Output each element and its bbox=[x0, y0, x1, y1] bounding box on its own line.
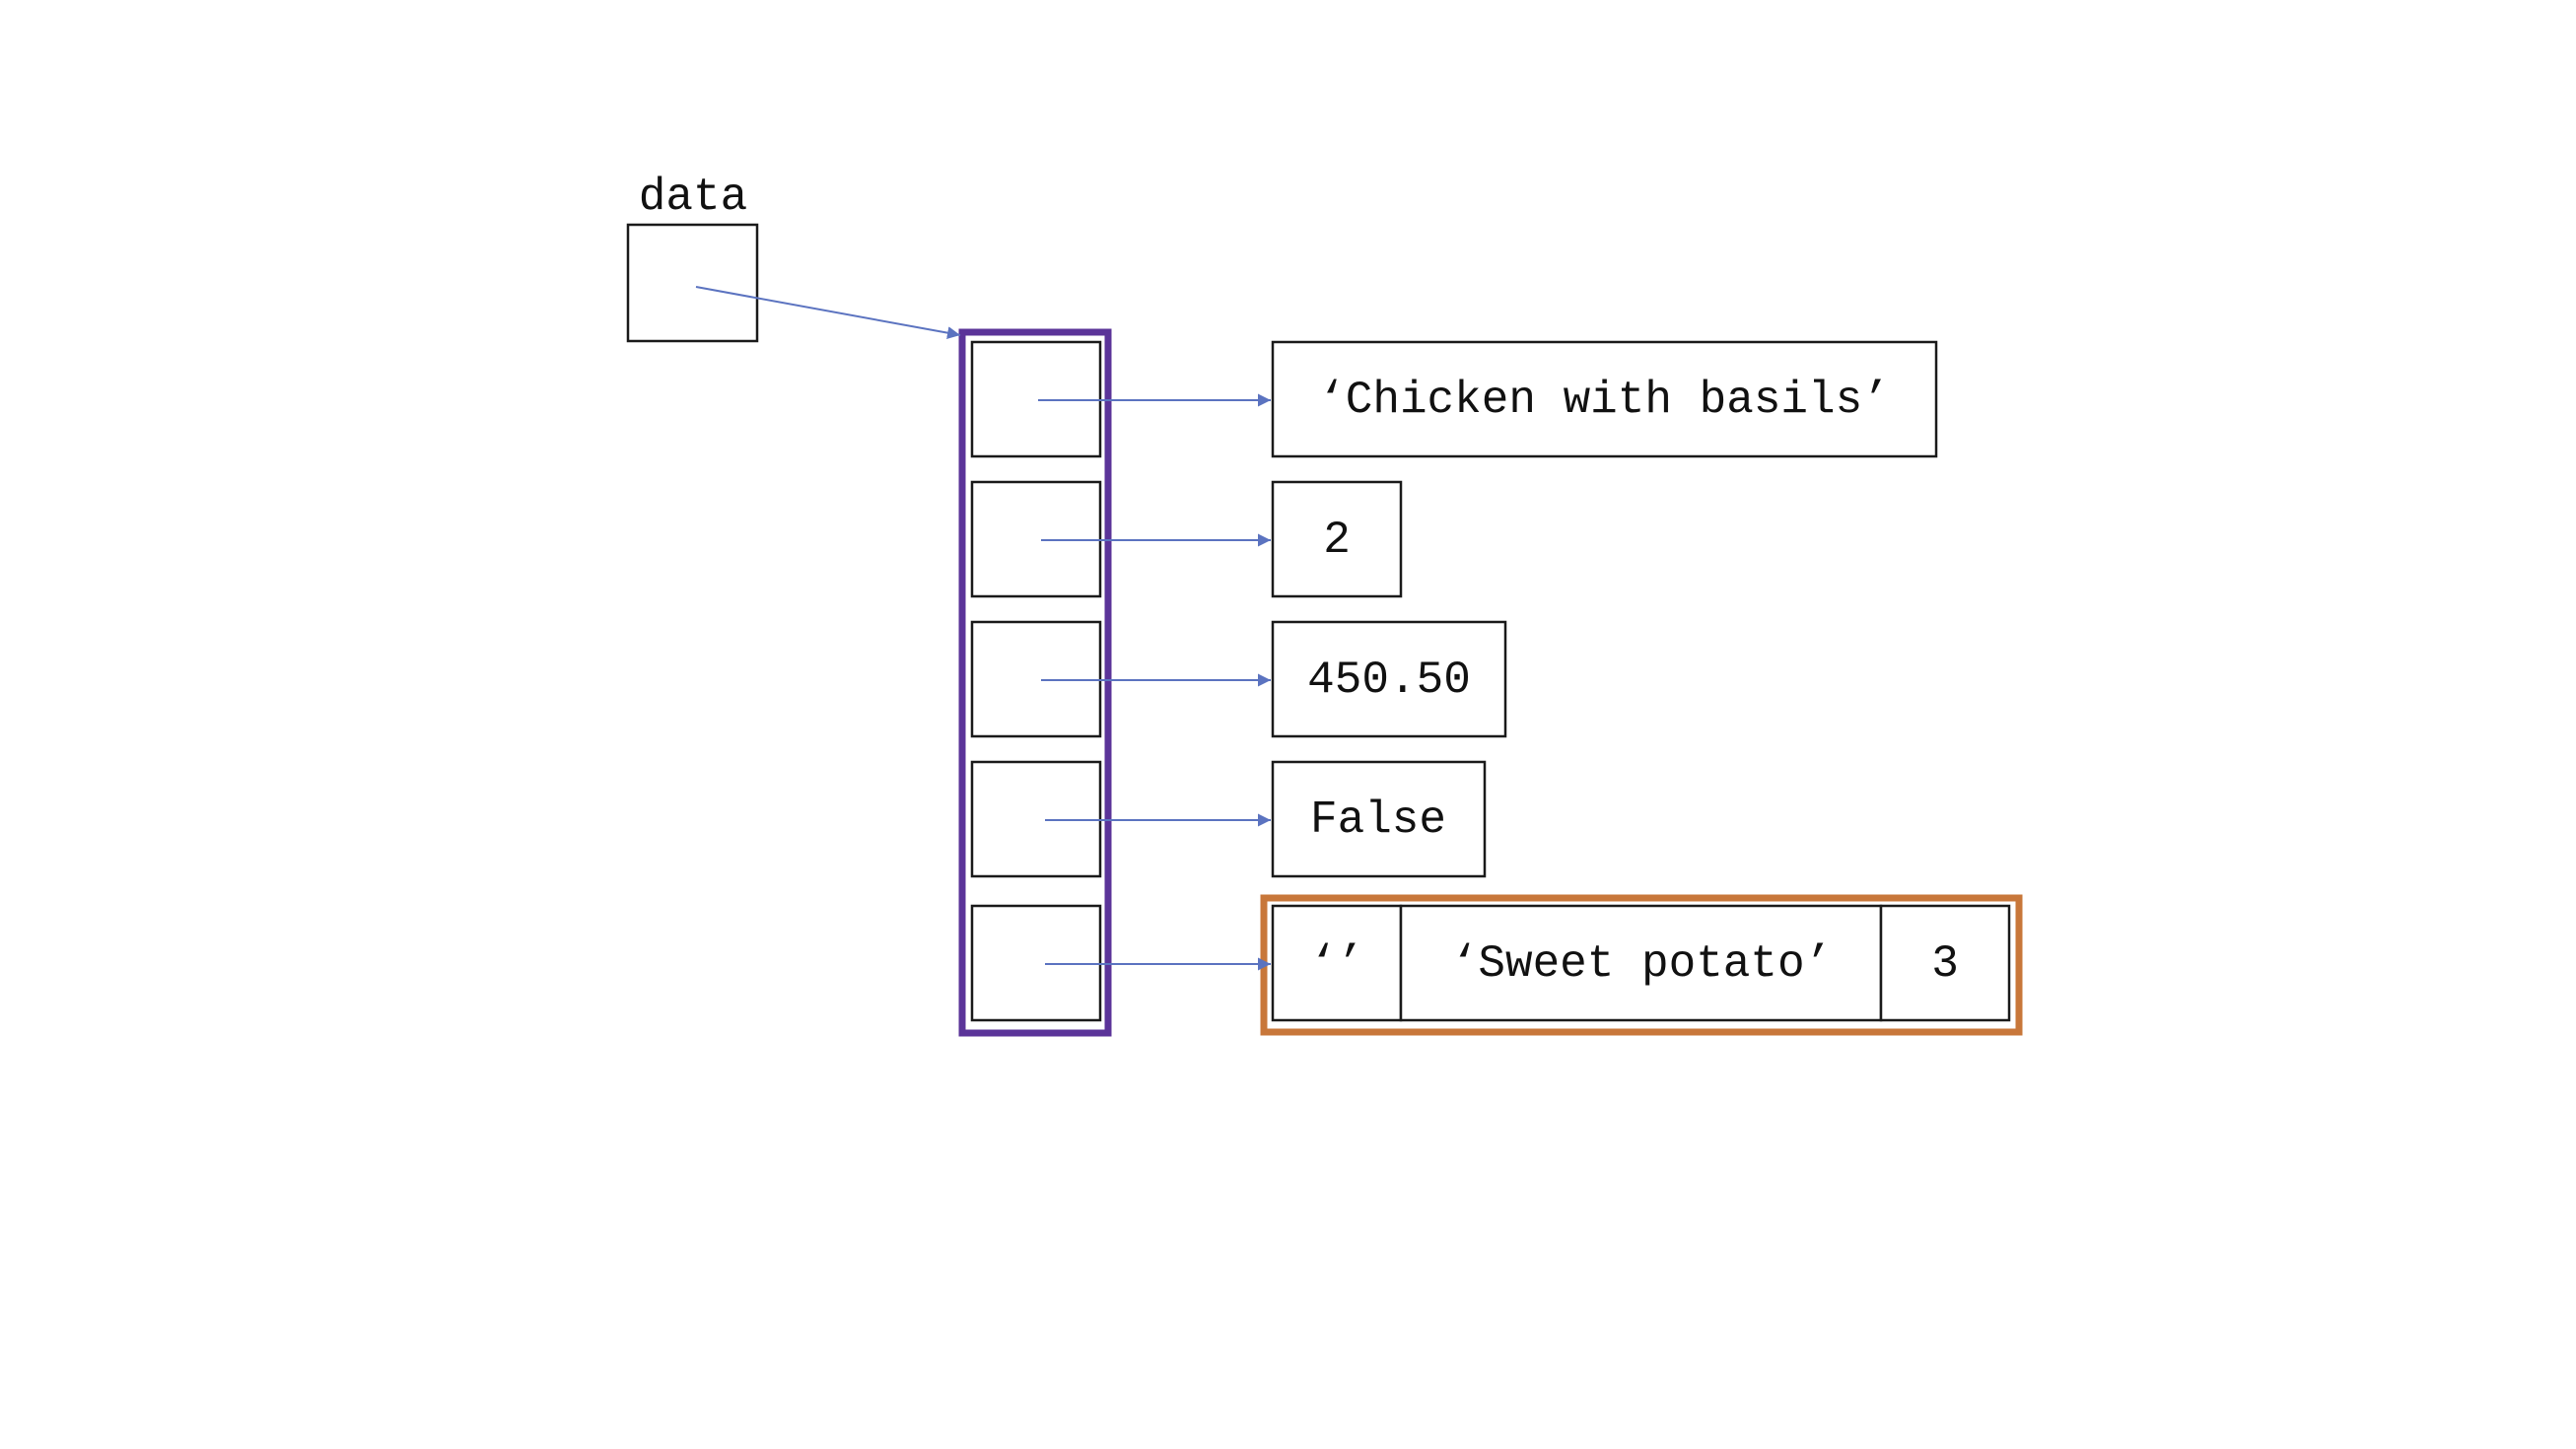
variable-name-label: data bbox=[639, 172, 747, 223]
value-text-int: 2 bbox=[1323, 515, 1351, 566]
tuple-cell-empty-string bbox=[1271, 904, 1403, 1022]
variable-box bbox=[626, 223, 759, 343]
tuple-text-empty-string: ‘’ bbox=[1309, 938, 1363, 990]
value-box-int bbox=[1271, 480, 1403, 598]
value-text-bool: False bbox=[1310, 794, 1446, 846]
value-text-chicken: ‘Chicken with basils’ bbox=[1318, 375, 1890, 426]
value-box-bool bbox=[1271, 760, 1487, 878]
tuple-text-sweet-potato: ‘Sweet potato’ bbox=[1451, 938, 1832, 990]
tuple-text-count: 3 bbox=[1931, 938, 1959, 990]
tuple-cell-count bbox=[1879, 904, 2011, 1022]
arrow-variable-to-list bbox=[695, 286, 961, 340]
list-container bbox=[958, 328, 1112, 1037]
value-text-float: 450.50 bbox=[1307, 655, 1471, 706]
value-box-chicken bbox=[1271, 340, 1938, 458]
value-box-float bbox=[1271, 620, 1507, 738]
